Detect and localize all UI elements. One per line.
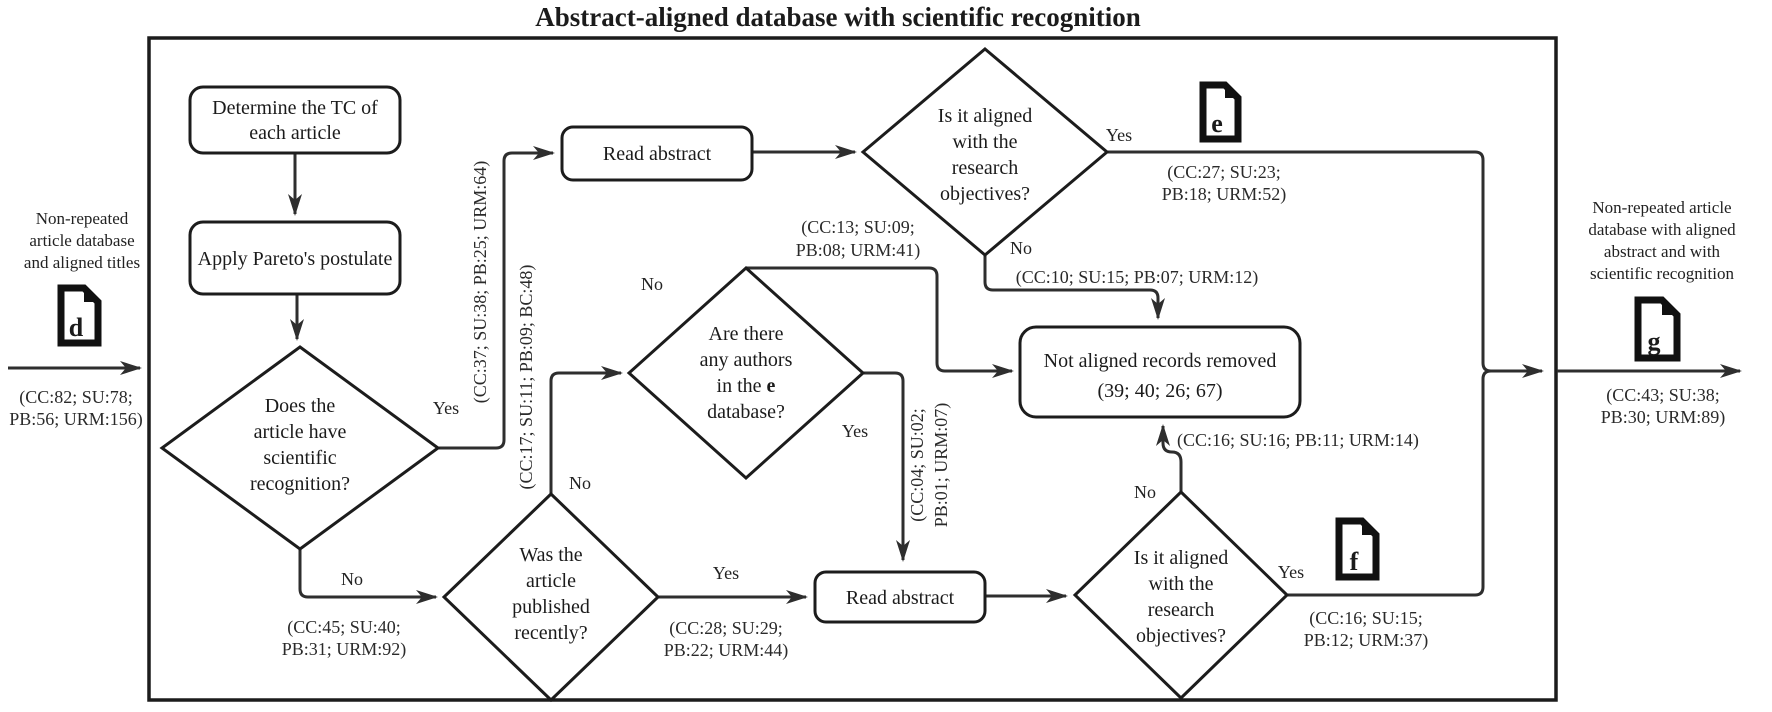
counts-output-1: (CC:43; SU:38; (1606, 385, 1720, 406)
node-read-abstract-top: Read abstract (560, 125, 754, 182)
node-read-abstract-bottom: Read abstract (813, 570, 987, 624)
node-scientific-recognition-decision: Does the article have scientific recogni… (159, 345, 441, 551)
label-recognition-yes: Yes (433, 398, 459, 418)
counts-published-yes-1: (CC:28; SU:29; (669, 618, 783, 639)
counts-aligned-top-no: (CC:10; SU:15; PB:07; URM:12) (1016, 267, 1259, 288)
svg-text:Is it aligned: Is it aligned (938, 105, 1032, 127)
counts-input-1: (CC:82; SU:78; (19, 387, 133, 408)
counts-published-no: (CC:17; SU:11; PB:09; BC:48) (516, 265, 537, 490)
output-database-label: Non-repeated article database with align… (1588, 198, 1736, 283)
document-icon-g: g (1634, 296, 1681, 362)
svg-text:d: d (69, 313, 84, 342)
label-aligned-top-no: No (1010, 238, 1032, 258)
node-published-recently-decision: Was the article published recently? (441, 491, 661, 703)
label-aligned-top-yes: Yes (1106, 125, 1132, 145)
edge-authors-no (746, 266, 1014, 378)
node-aligned-objectives-bottom-decision: Is it aligned with the research objectiv… (1072, 489, 1290, 701)
svg-text:research: research (952, 157, 1019, 179)
main-boundary-box (147, 36, 1558, 702)
label-aligned-bottom-yes: Yes (1278, 562, 1304, 582)
label-recognition-no: No (341, 569, 363, 589)
svg-text:f: f (1350, 547, 1359, 576)
svg-text:e: e (1211, 109, 1223, 138)
counts-aligned-bottom-yes-2: PB:12; URM:37) (1304, 630, 1429, 651)
edge-published-no (549, 366, 623, 494)
svg-text:recently?: recently? (514, 622, 587, 644)
svg-text:Are there: Are there (709, 323, 784, 345)
counts-aligned-top-yes-1: (CC:27; SU:23; (1167, 162, 1281, 183)
svg-text:research: research (1148, 599, 1215, 621)
counts-authors-no-2: PB:08; URM:41) (796, 240, 921, 261)
counts-authors-yes-1: (CC:04; SU:02; (907, 408, 928, 522)
svg-text:scientific: scientific (263, 447, 336, 469)
svg-text:Read abstract: Read abstract (603, 143, 712, 165)
svg-text:objectives?: objectives? (1136, 625, 1226, 647)
svg-text:scientific recognition: scientific recognition (1590, 264, 1734, 283)
label-authors-no: No (641, 274, 663, 294)
counts-aligned-top-yes-2: PB:18; URM:52) (1162, 184, 1287, 205)
node-not-aligned-removed: Not aligned records removed (39; 40; 26;… (1018, 325, 1302, 419)
svg-text:each article: each article (249, 122, 341, 144)
counts-recognition-no-1: (CC:45; SU:40; (287, 617, 401, 638)
svg-text:Non-repeated article: Non-repeated article (1592, 198, 1731, 217)
counts-recognition-yes: (CC:37; SU:38; PB:25; URM:64) (470, 161, 491, 404)
node-determine-tc: Determine the TC of each article (188, 85, 402, 155)
svg-text:objectives?: objectives? (940, 183, 1030, 205)
edge-recognition-yes (438, 146, 555, 450)
node-apply-pareto: Apply Pareto's postulate (188, 220, 402, 296)
counts-aligned-bottom-yes-1: (CC:16; SU:15; (1309, 608, 1423, 629)
counts-authors-no-1: (CC:13; SU:09; (801, 217, 915, 238)
document-icon-f: f (1335, 517, 1380, 581)
label-aligned-bottom-no: No (1134, 482, 1156, 502)
document-icon-e: e (1199, 81, 1242, 143)
svg-text:article database: article database (29, 231, 134, 250)
svg-text:(39; 40; 26; 67): (39; 40; 26; 67) (1098, 380, 1223, 402)
svg-text:Does the: Does the (265, 395, 336, 417)
counts-input-2: PB:56; URM:156) (9, 409, 143, 430)
counts-recognition-no-2: PB:31; URM:92) (282, 639, 407, 660)
label-published-yes: Yes (713, 563, 739, 583)
svg-text:Read abstract: Read abstract (846, 587, 955, 609)
counts-output-2: PB:30; URM:89) (1601, 407, 1726, 428)
node-aligned-objectives-top-decision: Is it aligned with the research objectiv… (860, 47, 1110, 257)
edge-aligned-top-no (983, 255, 1165, 320)
svg-text:any authors: any authors (700, 349, 793, 371)
svg-text:Apply Pareto's postulate: Apply Pareto's postulate (198, 248, 393, 270)
svg-text:with the: with the (953, 131, 1018, 153)
edge-authors-yes (863, 371, 910, 562)
diagram-title: Abstract-aligned database with scientifi… (535, 2, 1140, 32)
svg-text:recognition?: recognition? (250, 473, 350, 495)
label-authors-yes: Yes (842, 421, 868, 441)
svg-text:abstract and with: abstract and with (1604, 242, 1721, 261)
svg-text:Is it aligned: Is it aligned (1134, 547, 1228, 569)
svg-text:database?: database? (707, 401, 785, 423)
svg-text:published: published (512, 596, 590, 618)
counts-authors-yes-2: PB:01; URM:07) (931, 403, 952, 528)
label-published-no: No (569, 473, 591, 493)
input-database-label: Non-repeated article database and aligne… (24, 209, 140, 272)
svg-text:article have: article have (254, 421, 347, 443)
svg-text:Non-repeated: Non-repeated (36, 209, 129, 228)
svg-text:Was the: Was the (519, 544, 582, 566)
counts-published-yes-2: PB:22; URM:44) (664, 640, 789, 661)
edge-aligned-bottom-no (1156, 424, 1183, 492)
edge-recognition-no (298, 549, 438, 604)
edge-aligned-bottom-yes (1287, 369, 1492, 597)
svg-text:article: article (526, 570, 576, 592)
svg-text:and aligned titles: and aligned titles (24, 253, 140, 272)
document-icon-d: d (57, 284, 102, 347)
counts-aligned-bottom-no: (CC:16; SU:16; PB:11; URM:14) (1177, 430, 1419, 451)
svg-text:with the: with the (1149, 573, 1214, 595)
svg-text:Not aligned records removed: Not aligned records removed (1044, 350, 1277, 372)
svg-text:g: g (1648, 327, 1661, 356)
svg-text:database with aligned: database with aligned (1588, 220, 1736, 239)
svg-text:Determine the TC of: Determine the TC of (212, 97, 378, 119)
